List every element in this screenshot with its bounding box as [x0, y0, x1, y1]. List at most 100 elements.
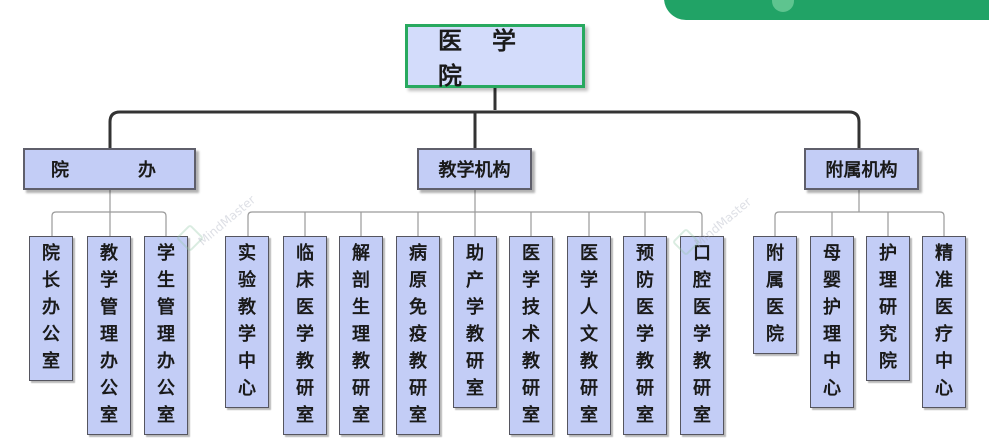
leaf-char: 床 — [296, 270, 314, 291]
leaf-char: 生 — [157, 270, 175, 291]
leaf-char: 教 — [100, 243, 118, 264]
leaf-node-jiaoxue[interactable]: 解剖生理教研室 — [339, 236, 383, 435]
leaf-char: 室 — [42, 351, 60, 372]
leaf-char: 研 — [296, 378, 314, 399]
leaf-node-jiaoxue[interactable]: 病原免疫教研室 — [396, 236, 440, 435]
leaf-char: 医 — [693, 297, 711, 318]
leaf-char: 心 — [935, 378, 953, 399]
leaf-char: 实 — [238, 243, 256, 264]
leaf-char: 生 — [352, 297, 370, 318]
leaf-char: 剖 — [352, 270, 370, 291]
root-node[interactable]: 医学院 — [405, 24, 585, 90]
leaf-char: 院 — [879, 351, 897, 372]
jiaoxue-leaf-bus — [247, 190, 703, 236]
leaf-char: 口 — [693, 243, 711, 264]
leaf-char: 人 — [580, 297, 598, 318]
leaf-char: 教 — [522, 351, 540, 372]
leaf-char: 教 — [238, 297, 256, 318]
leaf-char: 理 — [823, 324, 841, 345]
leaf-char: 学 — [580, 270, 598, 291]
leaf-char: 理 — [879, 270, 897, 291]
leaf-node-jiaoxue[interactable]: 助产学教研室 — [453, 236, 497, 408]
leaf-char: 中 — [935, 351, 953, 372]
leaf-char: 医 — [580, 243, 598, 264]
leaf-char: 长 — [42, 270, 60, 291]
leaf-node-jiaoxue[interactable]: 预防医学教研室 — [623, 236, 667, 435]
leaf-char: 学 — [100, 270, 118, 291]
leaf-node-yuanban[interactable]: 学生管理办公室 — [144, 236, 188, 435]
leaf-char: 办 — [157, 351, 175, 372]
leaf-char: 临 — [296, 243, 314, 264]
leaf-node-fushu[interactable]: 附属医院 — [753, 236, 797, 354]
leaf-node-yuanban[interactable]: 教学管理办公室 — [87, 236, 131, 435]
leaf-char: 室 — [352, 405, 370, 426]
leaf-char: 研 — [879, 297, 897, 318]
leaf-char: 研 — [693, 378, 711, 399]
leaf-node-jiaoxue[interactable]: 医学人文教研室 — [567, 236, 611, 435]
leaf-char: 学 — [522, 270, 540, 291]
leaf-char: 产 — [466, 270, 484, 291]
leaf-char: 准 — [935, 270, 953, 291]
leaf-char: 病 — [409, 243, 427, 264]
leaf-char: 疗 — [935, 324, 953, 345]
leaf-char: 教 — [636, 351, 654, 372]
leaf-char: 研 — [409, 378, 427, 399]
leaf-node-fushu[interactable]: 母婴护理中心 — [810, 236, 854, 408]
leaf-char: 教 — [580, 351, 598, 372]
leaf-char: 精 — [935, 243, 953, 264]
leaf-node-jiaoxue[interactable]: 实验教学中心 — [225, 236, 269, 408]
leaf-char: 解 — [352, 243, 370, 264]
leaf-char: 学 — [466, 297, 484, 318]
leaf-char: 医 — [522, 243, 540, 264]
leaf-char: 原 — [409, 270, 427, 291]
leaf-node-yuanban[interactable]: 院长办公室 — [29, 236, 73, 381]
leaf-char: 办 — [100, 351, 118, 372]
leaf-char: 研 — [522, 378, 540, 399]
node-fushu[interactable]: 附属机构 — [804, 148, 919, 190]
leaf-char: 理 — [157, 324, 175, 345]
leaf-char: 办 — [42, 297, 60, 318]
leaf-char: 疫 — [409, 324, 427, 345]
node-yuanban-char: 院 — [51, 160, 69, 181]
leaf-char: 公 — [42, 324, 60, 345]
leaf-char: 管 — [157, 297, 175, 318]
leaf-node-jiaoxue[interactable]: 医学技术教研室 — [509, 236, 553, 435]
leaf-node-fushu[interactable]: 精准医疗中心 — [922, 236, 966, 408]
leaf-node-jiaoxue[interactable]: 临床医学教研室 — [283, 236, 327, 435]
leaf-char: 院 — [766, 324, 784, 345]
leaf-char: 医 — [935, 297, 953, 318]
leaf-char: 管 — [100, 297, 118, 318]
leaf-char: 室 — [466, 378, 484, 399]
leaf-char: 属 — [766, 270, 784, 291]
leaf-char: 术 — [522, 324, 540, 345]
leaf-char: 腔 — [693, 270, 711, 291]
leaf-char: 学 — [296, 324, 314, 345]
leaf-char: 医 — [766, 297, 784, 318]
leaf-char: 室 — [100, 405, 118, 426]
leaf-char: 母 — [823, 243, 841, 264]
leaf-char: 理 — [352, 324, 370, 345]
leaf-char: 医 — [296, 297, 314, 318]
leaf-char: 理 — [100, 324, 118, 345]
leaf-char: 免 — [409, 297, 427, 318]
leaf-char: 预 — [636, 243, 654, 264]
leaf-char: 室 — [522, 405, 540, 426]
leaf-char: 教 — [352, 351, 370, 372]
corner-brand-tab — [664, 0, 989, 20]
leaf-node-fushu[interactable]: 护理研究院 — [866, 236, 910, 381]
leaf-char: 院 — [42, 243, 60, 264]
node-jiaoxue[interactable]: 教学机构 — [417, 148, 532, 190]
leaf-char: 护 — [879, 243, 897, 264]
leaf-char: 附 — [766, 243, 784, 264]
leaf-node-jiaoxue[interactable]: 口腔医学教研室 — [680, 236, 724, 435]
node-yuanban[interactable]: 院办 — [23, 148, 196, 190]
leaf-char: 公 — [100, 378, 118, 399]
leaf-char: 验 — [238, 270, 256, 291]
leaf-char: 研 — [466, 351, 484, 372]
leaf-char: 学 — [636, 324, 654, 345]
leaf-char: 究 — [879, 324, 897, 345]
leaf-char: 学 — [693, 324, 711, 345]
leaf-char: 室 — [636, 405, 654, 426]
yuanban-leaf-bus — [51, 190, 167, 236]
